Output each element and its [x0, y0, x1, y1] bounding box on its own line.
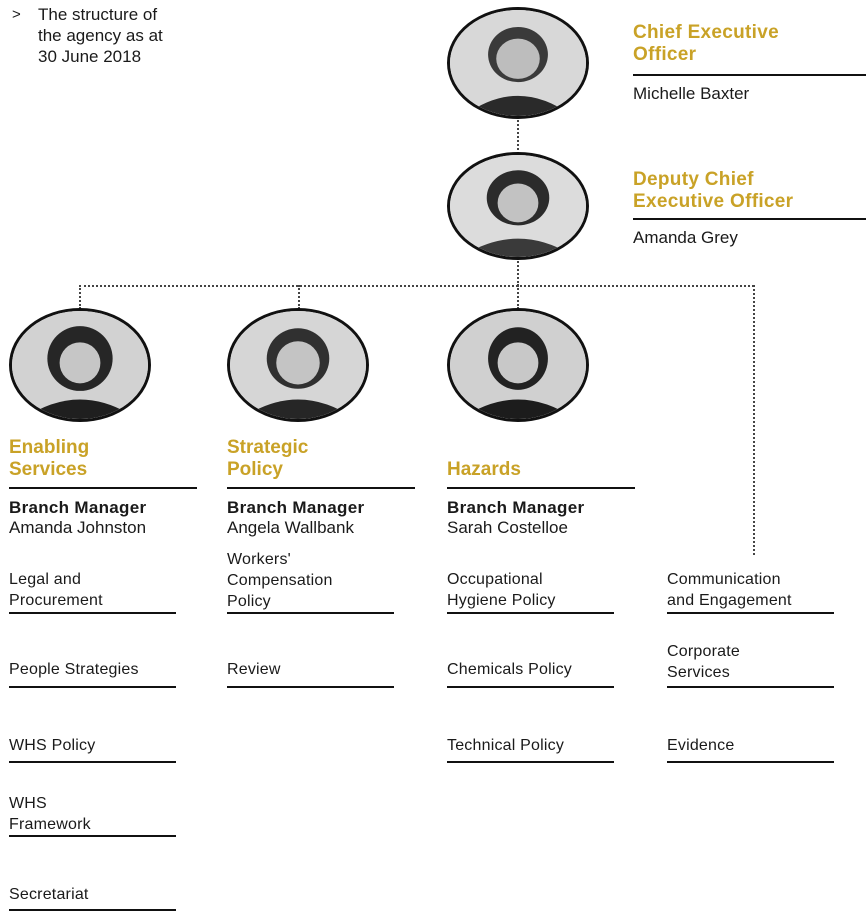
- section-line: Occupational: [447, 571, 543, 588]
- section-divider: [9, 686, 176, 688]
- section-divider: [447, 686, 614, 688]
- section-line: Communication: [667, 571, 781, 588]
- branch-divider: [447, 487, 635, 489]
- section-divider: [667, 686, 834, 688]
- connector-branch-3: [517, 285, 519, 309]
- ceo-photo: [447, 7, 589, 119]
- section-legal-procurement: Legal and Procurement: [9, 569, 103, 611]
- connector-branch-bar: [79, 285, 754, 287]
- section-line: Framework: [9, 816, 91, 833]
- section-line: WHS Policy: [9, 737, 96, 754]
- section-line: Technical Policy: [447, 737, 565, 754]
- section-divider: [667, 761, 834, 763]
- section-review: Review: [227, 659, 281, 680]
- branch-manager-label: Branch Manager: [9, 498, 147, 517]
- ceo-title: Chief Executive Officer: [633, 22, 779, 66]
- portrait-icon: [450, 155, 586, 257]
- section-line: Chemicals Policy: [447, 661, 573, 678]
- branch-title-line: Strategic: [227, 437, 309, 458]
- branch-title-hazards: Hazards: [447, 459, 521, 481]
- section-divider: [227, 686, 394, 688]
- section-divider: [667, 612, 834, 614]
- section-communication-engagement: Communication and Engagement: [667, 569, 792, 611]
- portrait-icon: [12, 311, 148, 419]
- branch-manager-name: Angela Wallbank: [227, 518, 354, 537]
- connector-ceo-deputy: [517, 116, 519, 154]
- note-line: The structure of: [38, 5, 158, 24]
- section-line: Corporate: [667, 643, 740, 660]
- section-line: Services: [667, 664, 730, 681]
- chevron-right-icon: >: [12, 6, 21, 23]
- section-line: People Strategies: [9, 661, 139, 678]
- portrait-icon: [230, 311, 366, 419]
- branch-manager-name: Sarah Costelloe: [447, 518, 568, 537]
- section-divider: [9, 835, 176, 837]
- branch-divider: [9, 487, 197, 489]
- section-chemicals-policy: Chemicals Policy: [447, 659, 572, 680]
- note-line: 30 June 2018: [38, 47, 142, 66]
- section-evidence: Evidence: [667, 735, 734, 756]
- deputy-divider: [633, 218, 866, 220]
- connector-branch-4: [753, 285, 755, 555]
- branch-title-line: Policy: [227, 459, 283, 480]
- connector-deputy-branches: [517, 258, 519, 286]
- section-divider: [447, 612, 614, 614]
- section-line: Policy: [227, 593, 271, 610]
- section-line: Workers': [227, 551, 291, 568]
- section-line: Compensation: [227, 572, 333, 589]
- connector-branch-1: [79, 285, 81, 309]
- ceo-title-line: Officer: [633, 44, 697, 65]
- section-line: Legal and: [9, 571, 82, 588]
- ceo-title-line: Chief Executive: [633, 22, 779, 43]
- section-secretariat: Secretariat: [9, 884, 89, 905]
- section-divider: [447, 761, 614, 763]
- deputy-title-line: Executive Officer: [633, 191, 794, 212]
- branch-title-line: Hazards: [447, 459, 521, 480]
- deputy-title: Deputy Chief Executive Officer: [633, 169, 793, 213]
- branch-title-line: Enabling: [9, 437, 90, 458]
- note-line: the agency as at: [38, 26, 163, 45]
- deputy-title-line: Deputy Chief: [633, 169, 754, 190]
- branch-title-strategic-policy: Strategic Policy: [227, 437, 308, 481]
- section-divider: [9, 909, 176, 911]
- branch-title-line: Services: [9, 459, 88, 480]
- ceo-divider: [633, 74, 866, 76]
- section-divider: [9, 612, 176, 614]
- section-whs-policy: WHS Policy: [9, 735, 95, 756]
- branch-title-enabling-services: Enabling Services: [9, 437, 89, 481]
- section-technical-policy: Technical Policy: [447, 735, 564, 756]
- section-line: Secretariat: [9, 886, 89, 903]
- branch-manager-name: Amanda Johnston: [9, 518, 147, 537]
- portrait-icon: [450, 311, 586, 419]
- section-occupational-hygiene-policy: Occupational Hygiene Policy: [447, 569, 556, 611]
- section-divider: [9, 761, 176, 763]
- section-line: Procurement: [9, 592, 103, 609]
- section-workers-compensation-policy: Workers' Compensation Policy: [227, 549, 333, 612]
- section-line: Evidence: [667, 737, 735, 754]
- deputy-name: Amanda Grey: [633, 228, 738, 247]
- connector-branch-2: [298, 285, 300, 309]
- branch-manager-label: Branch Manager: [447, 498, 585, 517]
- branch-photo-hazards: [447, 308, 589, 422]
- branch-manager-label: Branch Manager: [227, 498, 365, 517]
- section-divider: [227, 612, 394, 614]
- section-line: Review: [227, 661, 281, 678]
- section-line: and Engagement: [667, 592, 792, 609]
- portrait-icon: [450, 10, 586, 116]
- ceo-name: Michelle Baxter: [633, 84, 750, 103]
- branch-photo-enabling-services: [9, 308, 151, 422]
- section-line: WHS: [9, 795, 47, 812]
- deputy-photo: [447, 152, 589, 260]
- section-whs-framework: WHS Framework: [9, 793, 91, 835]
- branch-divider: [227, 487, 415, 489]
- section-corporate-services: Corporate Services: [667, 641, 740, 683]
- branch-photo-strategic-policy: [227, 308, 369, 422]
- section-line: Hygiene Policy: [447, 592, 556, 609]
- section-people-strategies: People Strategies: [9, 659, 139, 680]
